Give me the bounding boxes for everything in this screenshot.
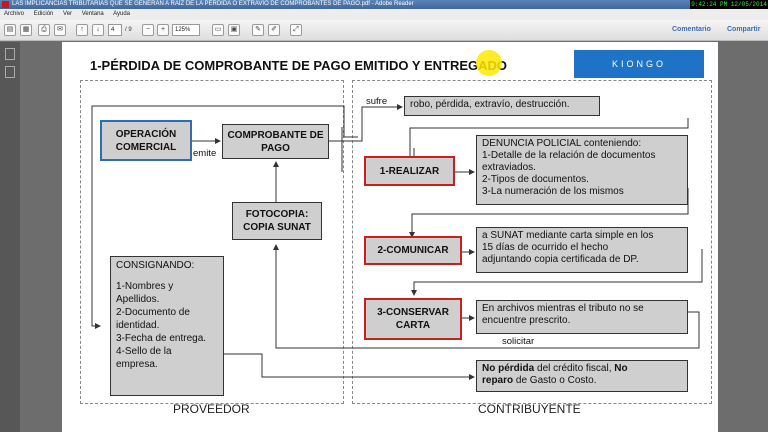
consignando-line: 3-Fecha de entrega.: [116, 333, 207, 344]
expand-icon[interactable]: ⤢: [290, 24, 302, 36]
consignando-line: 1-Nombres y: [116, 281, 174, 292]
sunat-line: 15 días de ocurrido el hecho: [482, 242, 609, 253]
proveedor-section: [80, 80, 344, 404]
denuncia-line: 2-Tipos de documentos.: [482, 174, 589, 185]
highlight-icon[interactable]: ✐: [268, 24, 280, 36]
share-pane-link[interactable]: Compartir: [727, 26, 761, 33]
realizar-box: 1-REALIZAR: [364, 156, 455, 186]
consignando-line: 2-Documento de: [116, 307, 190, 318]
conservar-carta-box: 3-CONSERVAR CARTA: [364, 298, 462, 340]
consignando-spacer: [116, 272, 218, 280]
print-icon[interactable]: ⎙: [38, 24, 50, 36]
contribuyente-label: CONTRIBUYENTE: [478, 402, 581, 416]
comprobante-box: COMPROBANTE DE PAGO: [222, 124, 329, 159]
sunat-line: adjuntando copia certificada de DP.: [482, 254, 639, 265]
solicitar-label: solicitar: [502, 336, 535, 347]
reparo-text: reparo: [482, 375, 514, 386]
robo-box: robo, pérdida, extravío, destrucción.: [404, 96, 600, 116]
zoom-in-icon[interactable]: +: [157, 24, 169, 36]
menu-edicion[interactable]: Edición: [33, 11, 54, 17]
credito-fiscal-text: del crédito fiscal,: [534, 363, 615, 374]
no-text: No: [614, 363, 628, 374]
menu-archivo[interactable]: Archivo: [4, 11, 25, 17]
consignando-line: Apellidos.: [116, 294, 160, 305]
toolbar: ▤ ▦ ⎙ ✉ ↑ ↓ 4 / 9 − + 125% ▭ ▣ ✎ ✐ ⤢ Com…: [0, 20, 768, 41]
menu-ver[interactable]: Ver: [63, 11, 73, 17]
fotocopia-box: FOTOCOPIA: COPIA SUNAT: [232, 202, 322, 240]
consignando-line: empresa.: [116, 359, 158, 370]
comment-note-icon[interactable]: ✎: [252, 24, 264, 36]
gasto-costo-text: de Gasto o Costo.: [513, 375, 597, 386]
comunicar-box: 2-COMUNICAR: [364, 236, 462, 265]
menu-ayuda[interactable]: Ayuda: [113, 11, 131, 17]
comment-pane-link[interactable]: Comentario: [672, 26, 711, 33]
clock-overlay: 9:42:24 PM 12/05/2014: [690, 0, 768, 9]
create-icon[interactable]: ▤: [4, 24, 16, 36]
attachments-icon[interactable]: [5, 66, 15, 78]
cursor-highlight: [476, 50, 502, 76]
document-page: 1-PÉRDIDA DE COMPROBANTE DE PAGO EMITIDO…: [62, 42, 718, 432]
sunat-box: a SUNAT mediante carta simple en los 15 …: [476, 227, 688, 273]
navigation-pane: [0, 42, 20, 432]
window-title: LAS IMPLICANCIAS TRIBUTARIAS QUE SE GENE…: [12, 1, 414, 7]
operacion-comercial-box: OPERACIÓN COMERCIAL: [100, 120, 192, 161]
email-icon[interactable]: ✉: [54, 24, 66, 36]
proveedor-label: PROVEEDOR: [173, 402, 250, 416]
company-logo: KIONGO: [574, 50, 704, 78]
archivos-line: encuentre prescrito.: [482, 315, 571, 326]
sunat-line: a SUNAT mediante carta simple en los: [482, 230, 654, 241]
pages-panel-icon[interactable]: [5, 48, 15, 60]
no-perdida-text: No pérdida: [482, 363, 535, 374]
fit-page-icon[interactable]: ▭: [212, 24, 224, 36]
consignando-box: CONSIGNANDO: 1-Nombres y Apellidos. 2-Do…: [110, 256, 224, 396]
consignando-line: identidad.: [116, 320, 160, 331]
archivos-box: En archivos mientras el tributo no se en…: [476, 300, 688, 334]
zoom-out-icon[interactable]: −: [142, 24, 154, 36]
denuncia-line: extraviados.: [482, 162, 536, 173]
page-total: / 9: [125, 27, 132, 33]
page-title: 1-PÉRDIDA DE COMPROBANTE DE PAGO EMITIDO…: [90, 58, 508, 73]
adobe-reader-icon: [2, 1, 9, 8]
menu-ventana[interactable]: Ventana: [81, 11, 104, 17]
consignando-line: CONSIGNANDO:: [116, 260, 195, 271]
resultado-box: No pérdida del crédito fiscal, No reparo…: [476, 360, 688, 392]
denuncia-box: DENUNCIA POLICIAL conteniendo: 1-Detalle…: [476, 135, 688, 205]
menu-bar: Archivo Edición Ver Ventana Ayuda: [0, 9, 768, 20]
window-title-bar: LAS IMPLICANCIAS TRIBUTARIAS QUE SE GENE…: [0, 0, 768, 9]
prev-page-icon[interactable]: ↑: [76, 24, 88, 36]
denuncia-line: DENUNCIA POLICIAL conteniendo:: [482, 138, 642, 149]
archivos-line: En archivos mientras el tributo no se: [482, 303, 644, 314]
zoom-select[interactable]: 125%: [172, 24, 200, 36]
contribuyente-section: [352, 80, 712, 404]
denuncia-line: 3-La numeración de los mismos: [482, 186, 624, 197]
denuncia-line: 1-Detalle de la relación de documentos: [482, 150, 656, 161]
emite-label: emite: [193, 148, 217, 159]
next-page-icon[interactable]: ↓: [92, 24, 104, 36]
sufre-label: sufre: [366, 96, 388, 107]
open-icon[interactable]: ▦: [20, 24, 32, 36]
consignando-line: 4-Sello de la: [116, 346, 172, 357]
flow-arrows: [91, 104, 703, 380]
page-number-input[interactable]: 4: [108, 24, 122, 36]
fit-width-icon[interactable]: ▣: [228, 24, 240, 36]
